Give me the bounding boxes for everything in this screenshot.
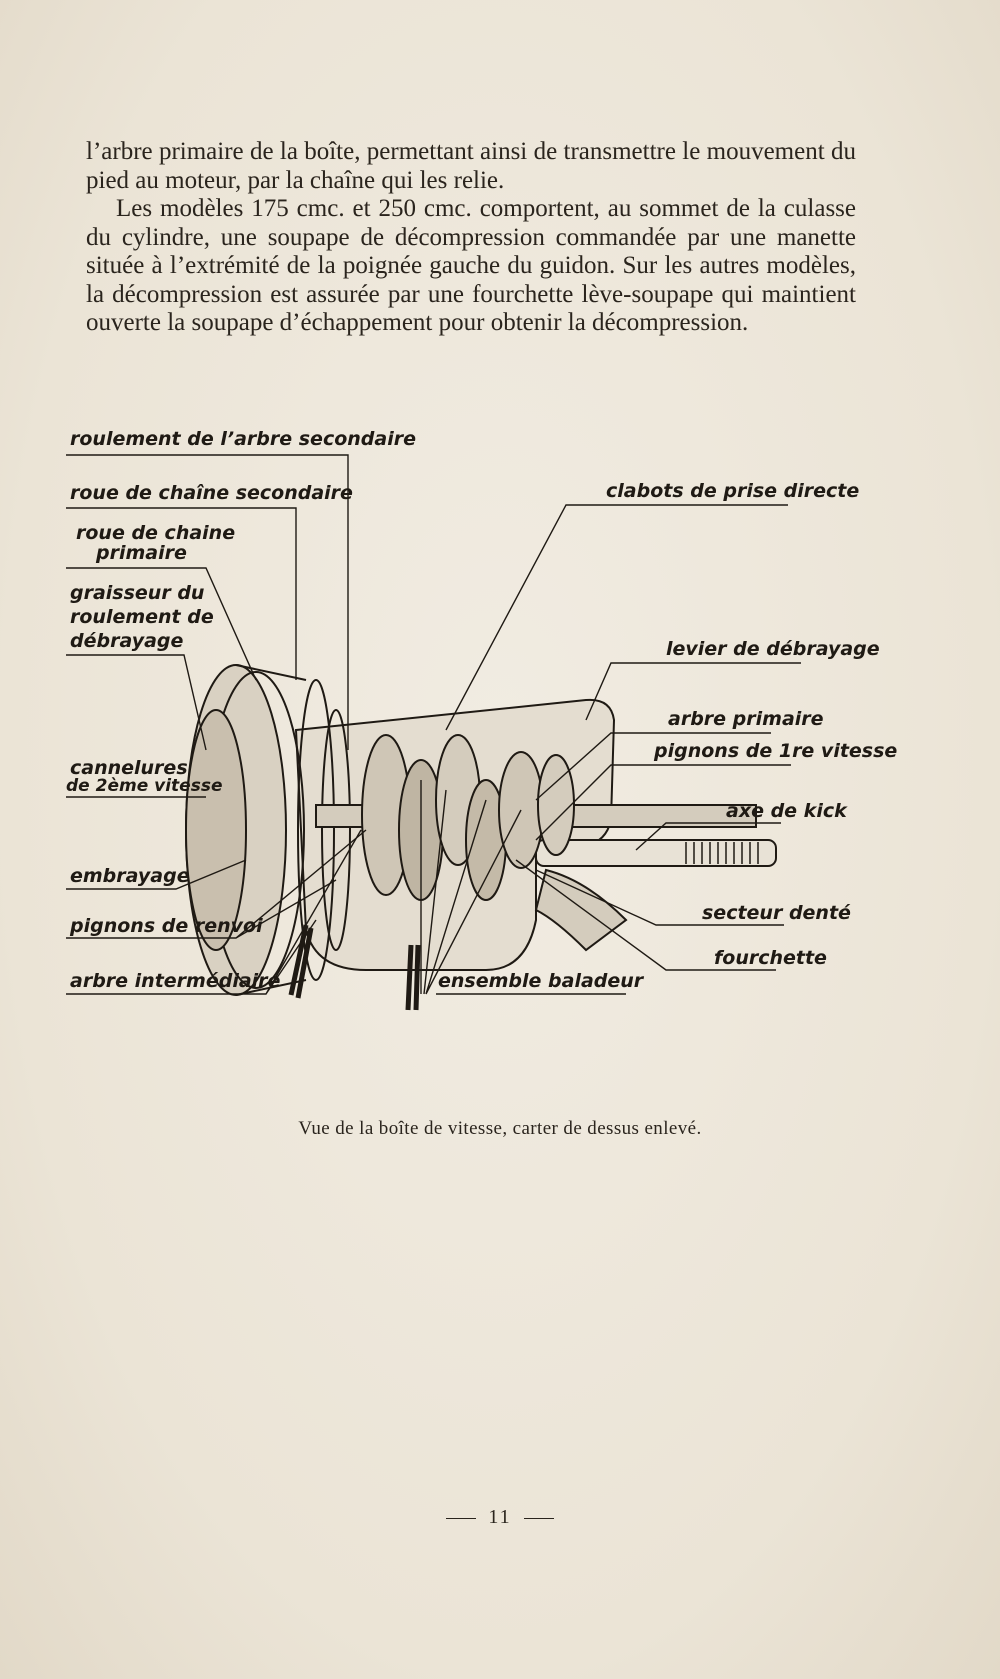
label-levier-debrayage: levier de débrayage	[666, 638, 880, 660]
figure-caption: Vue de la boîte de vitesse, carter de de…	[298, 1118, 702, 1139]
label-pignons-1re-vitesse: pignons de 1re vitesse	[654, 740, 898, 762]
gearbox-illustration: roulement de l’arbre secondaire roue de …	[66, 428, 897, 1070]
label-roue-chaine-primaire-1: roue de chaine	[76, 522, 236, 544]
paragraph-1: l’arbre primaire de la boîte, permettant…	[86, 138, 856, 194]
label-roulement-arbre-secondaire: roulement de l’arbre secondaire	[70, 428, 416, 450]
label-roue-chaine-primaire-2: primaire	[96, 542, 187, 564]
body-text: l’arbre primaire de la boîte, permettant…	[86, 138, 856, 338]
page-number: 11	[488, 1506, 512, 1528]
label-cannelures-1: cannelures	[70, 757, 188, 779]
label-clabots: clabots de prise directe	[606, 480, 860, 502]
label-arbre-primaire: arbre primaire	[668, 708, 824, 730]
label-ensemble-baladeur: ensemble baladeur	[438, 970, 644, 992]
label-axe-kick: axe de kick	[726, 800, 847, 822]
dash-right	[523, 1517, 554, 1519]
label-secteur-dente: secteur denté	[702, 902, 851, 924]
page-footer: 11	[0, 1506, 1000, 1529]
label-cannelures-2: de 2ème vitesse	[66, 776, 223, 796]
paragraph-2: Les modèles 175 cmc. et 250 cmc. comport…	[86, 195, 856, 336]
label-pignons-renvoi: pignons de renvoi	[70, 915, 263, 937]
dash-left	[446, 1517, 477, 1519]
label-arbre-intermediaire: arbre intermédiaire	[70, 970, 281, 992]
gearbox-drawing	[66, 454, 801, 1011]
label-roue-chaine-secondaire: roue de chaîne secondaire	[70, 482, 353, 504]
label-fourchette: fourchette	[714, 947, 827, 969]
label-graisseur-1: graisseur du	[70, 582, 205, 604]
label-graisseur-3: débrayage	[70, 630, 184, 652]
label-graisseur-2: roulement de	[70, 606, 214, 628]
label-embrayage: embrayage	[70, 865, 190, 887]
